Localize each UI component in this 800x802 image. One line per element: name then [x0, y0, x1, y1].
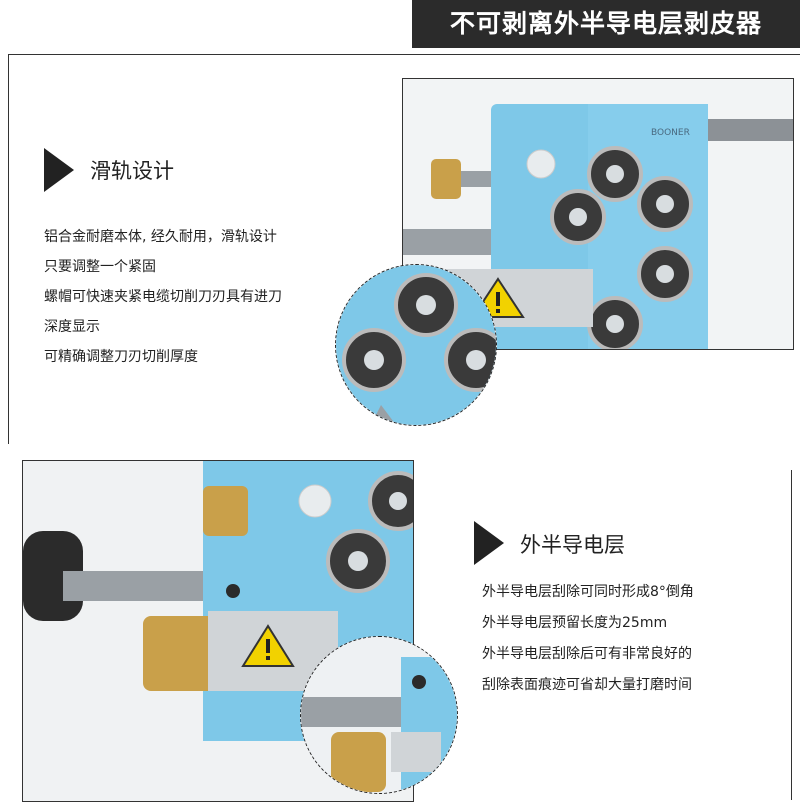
section1-line: 深度显示: [44, 319, 100, 335]
brand-logo: BOONER: [651, 128, 690, 138]
section1-line: 可精确调整刀刃切削厚度: [44, 349, 198, 365]
section2-line: 外半导电层预留长度为25mm: [482, 615, 668, 631]
left-frame-line: [8, 54, 9, 444]
section1-line: 螺帽可快速夹紧电缆切削刀刃具有进刀: [44, 289, 282, 305]
zoom-detail-top: [335, 264, 497, 426]
section2-heading: 外半导电层: [520, 533, 625, 557]
section2-line: 外半导电层刮除后可有非常良好的: [482, 646, 692, 662]
right-frame-line: [791, 470, 792, 800]
page-title: 不可剥离外半导电层剥皮器: [412, 0, 800, 48]
section1-line: 铝合金耐磨本体, 经久耐用，滑轨设计: [44, 229, 277, 245]
play-triangle-icon: [474, 521, 504, 565]
section2-line: 外半导电层刮除可同时形成8°倒角: [482, 584, 694, 600]
section1-line: 只要调整一个紧固: [44, 259, 156, 275]
play-triangle-icon: [44, 148, 74, 192]
zoom-detail-bottom: [300, 636, 458, 794]
top-frame-line: [8, 54, 800, 55]
section1-heading: 滑轨设计: [90, 159, 174, 183]
section2-line: 刮除表面痕迹可省却大量打磨时间: [482, 677, 692, 693]
